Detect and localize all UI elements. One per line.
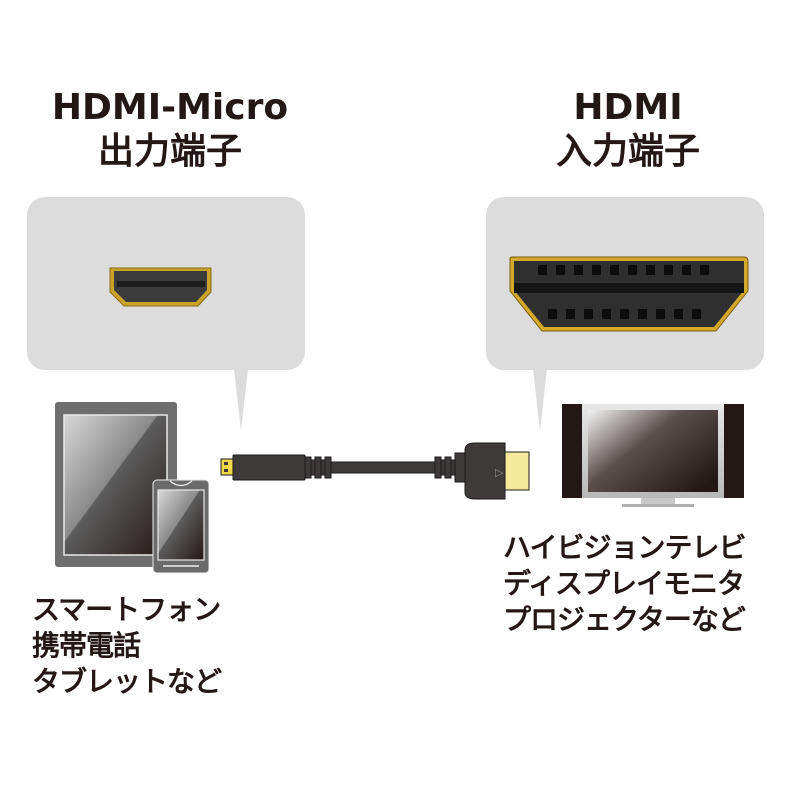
- hdmi-port-icon: [509, 256, 749, 332]
- left-port-title-en: HDMI-Micro: [51, 87, 289, 128]
- left-desc-line-1: スマートフォン: [32, 593, 221, 626]
- left-port-callout: [27, 197, 305, 370]
- tablet-and-smartphone-icon: [55, 402, 210, 574]
- right-callout-tail: [533, 369, 547, 431]
- right-devices-description: ハイビジョンテレビ ディスプレイモニタ プロジェクターなど: [503, 530, 746, 638]
- television-icon: [562, 404, 744, 507]
- left-callout-tail: [234, 369, 248, 431]
- right-port-title-en: HDMI: [573, 87, 683, 128]
- left-port-title: HDMI-Micro 出力端子: [20, 90, 320, 170]
- right-port-title: HDMI 入力端子: [478, 90, 778, 170]
- left-devices-description: スマートフォン 携帯電話 タブレットなど: [32, 592, 222, 700]
- left-desc-line-2: 携帯電話: [32, 629, 141, 662]
- right-desc-line-2: ディスプレイモニタ: [503, 567, 745, 600]
- left-port-title-jp: 出力端子: [97, 131, 242, 172]
- left-desc-line-3: タブレットなど: [32, 665, 222, 698]
- right-port-title-jp: 入力端子: [555, 131, 700, 172]
- right-desc-line-1: ハイビジョンテレビ: [503, 531, 746, 564]
- right-port-callout: [486, 197, 764, 370]
- hdmi-micro-to-hdmi-cable-icon: ▷: [220, 442, 530, 500]
- right-desc-line-3: プロジェクターなど: [503, 603, 746, 636]
- cable-direction-arrow-icon: ▷: [495, 466, 504, 479]
- hdmi-micro-port-icon: [109, 267, 212, 307]
